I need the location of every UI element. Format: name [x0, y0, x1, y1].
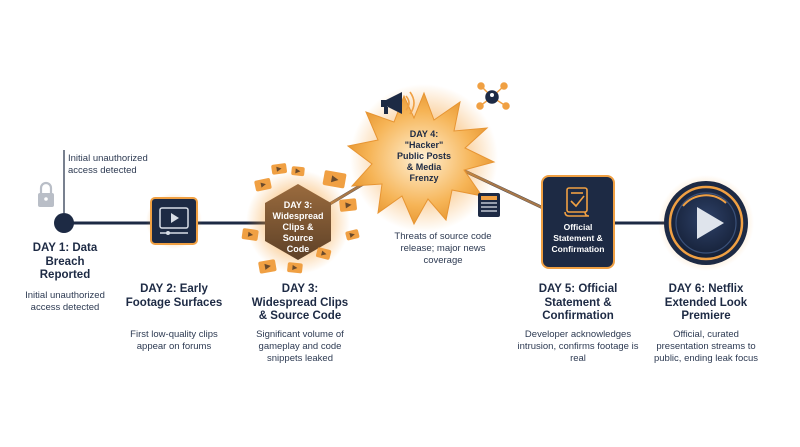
day3-title: DAY 3: Widespread Clips & Source Code: [251, 283, 349, 322]
day5-title: DAY 5: Official Statement & Confirmation: [538, 283, 618, 322]
document-icon: [564, 187, 590, 217]
network-icon: [476, 82, 510, 110]
day1-title: DAY 1: Data Breach Reported: [32, 242, 98, 281]
video-clip-icon: [241, 163, 360, 274]
day1-note: Initial unauthorized access detected: [68, 153, 148, 176]
day5-desc: Developer acknowledges intrusion, confir…: [517, 329, 639, 364]
padlock-icon: [38, 181, 54, 207]
day4-desc: Threats of source code release; major ne…: [394, 231, 492, 266]
day1-desc: Initial unauthorized access detected: [25, 290, 105, 313]
newspaper-icon: [478, 193, 500, 217]
day2-title: DAY 2: Early Footage Surfaces: [125, 283, 223, 309]
day3-desc: Significant volume of gameplay and code …: [256, 329, 344, 364]
day4-starburst: [346, 91, 496, 226]
day2-desc: First low-quality clips appear on forums: [130, 329, 218, 352]
day1-node: [54, 213, 74, 233]
megaphone-icon: [381, 91, 415, 115]
video-screen-icon: [146, 193, 202, 249]
day3-badge: DAY 3: Widespread Clips & Source Code: [272, 200, 324, 254]
day5-card: [541, 175, 615, 269]
day5-badge: Official Statement & Confirmation: [551, 222, 605, 254]
day3-hexagon: [265, 184, 331, 260]
play-icon: [697, 207, 724, 239]
day4-badge: DAY 4: "Hacker" Public Posts & Media Fre…: [396, 129, 451, 183]
day6-desc: Official, curated presentation streams t…: [653, 329, 759, 364]
day6-title: DAY 6: Netflix Extended Look Premiere: [664, 283, 748, 322]
